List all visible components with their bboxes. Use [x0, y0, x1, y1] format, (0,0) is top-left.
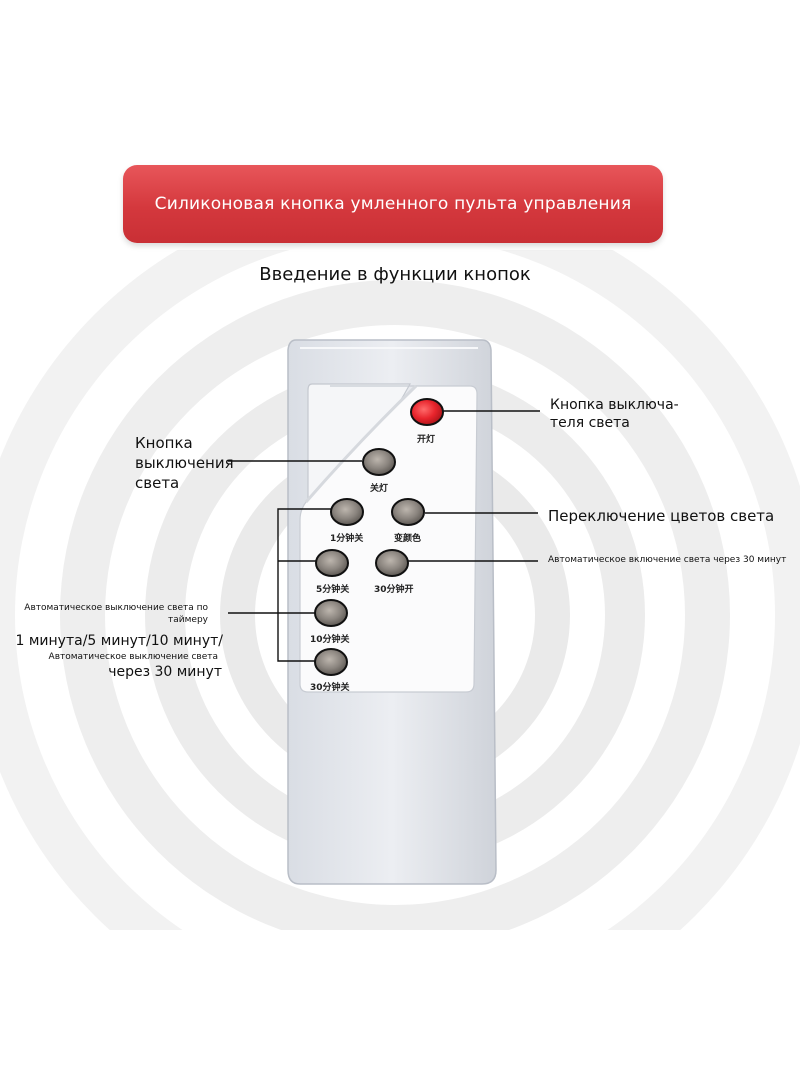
timer-10min-label: 10分钟关: [310, 635, 350, 645]
timer-1min-label: 1分钟关: [330, 534, 364, 544]
timer-5min-label: 5分钟关: [316, 585, 350, 595]
color-change-label: 变颜色: [394, 534, 422, 544]
callout-timer-line4: через 30 минут: [108, 664, 222, 680]
callout-off-button: Кнопка выключения света: [135, 434, 234, 492]
callout-timer-line2: 1 минута/5 минут/10 минут/: [15, 633, 223, 649]
timer-1min-button[interactable]: [330, 498, 364, 526]
off-button-label: 关灯: [370, 484, 389, 494]
callout-color-switch: Переключение цветов света: [548, 507, 775, 525]
color-change-button[interactable]: [391, 498, 425, 526]
timer-30min-label: 30分钟关: [310, 683, 350, 693]
auto-on-30min-label: 30分钟开: [374, 585, 414, 595]
off-button[interactable]: [362, 448, 396, 476]
callout-switch-button: Кнопка выключа-теля света: [550, 397, 679, 431]
on-button-label: 开灯: [417, 435, 436, 445]
auto-on-30min-button[interactable]: [375, 549, 409, 577]
banner-title: Силиконовая кнопка умленного пульта упра…: [154, 194, 632, 214]
timer-10min-button[interactable]: [314, 599, 348, 627]
timer-30min-button[interactable]: [314, 648, 348, 676]
callout-timer-line1: Автоматическое выключение света по тайме…: [24, 603, 208, 625]
on-button[interactable]: [410, 398, 444, 426]
timer-5min-button[interactable]: [315, 549, 349, 577]
callout-timer-line3: Автоматическое выключение света: [48, 652, 218, 662]
page-subtitle: Введение в функции кнопок: [259, 264, 531, 285]
callout-lines: [228, 410, 540, 662]
callout-auto-on-30: Автоматическое включение света через 30 …: [548, 555, 787, 565]
title-banner: Силиконовая кнопка умленного пульта упра…: [123, 165, 663, 243]
remote-buttons: [314, 398, 444, 676]
